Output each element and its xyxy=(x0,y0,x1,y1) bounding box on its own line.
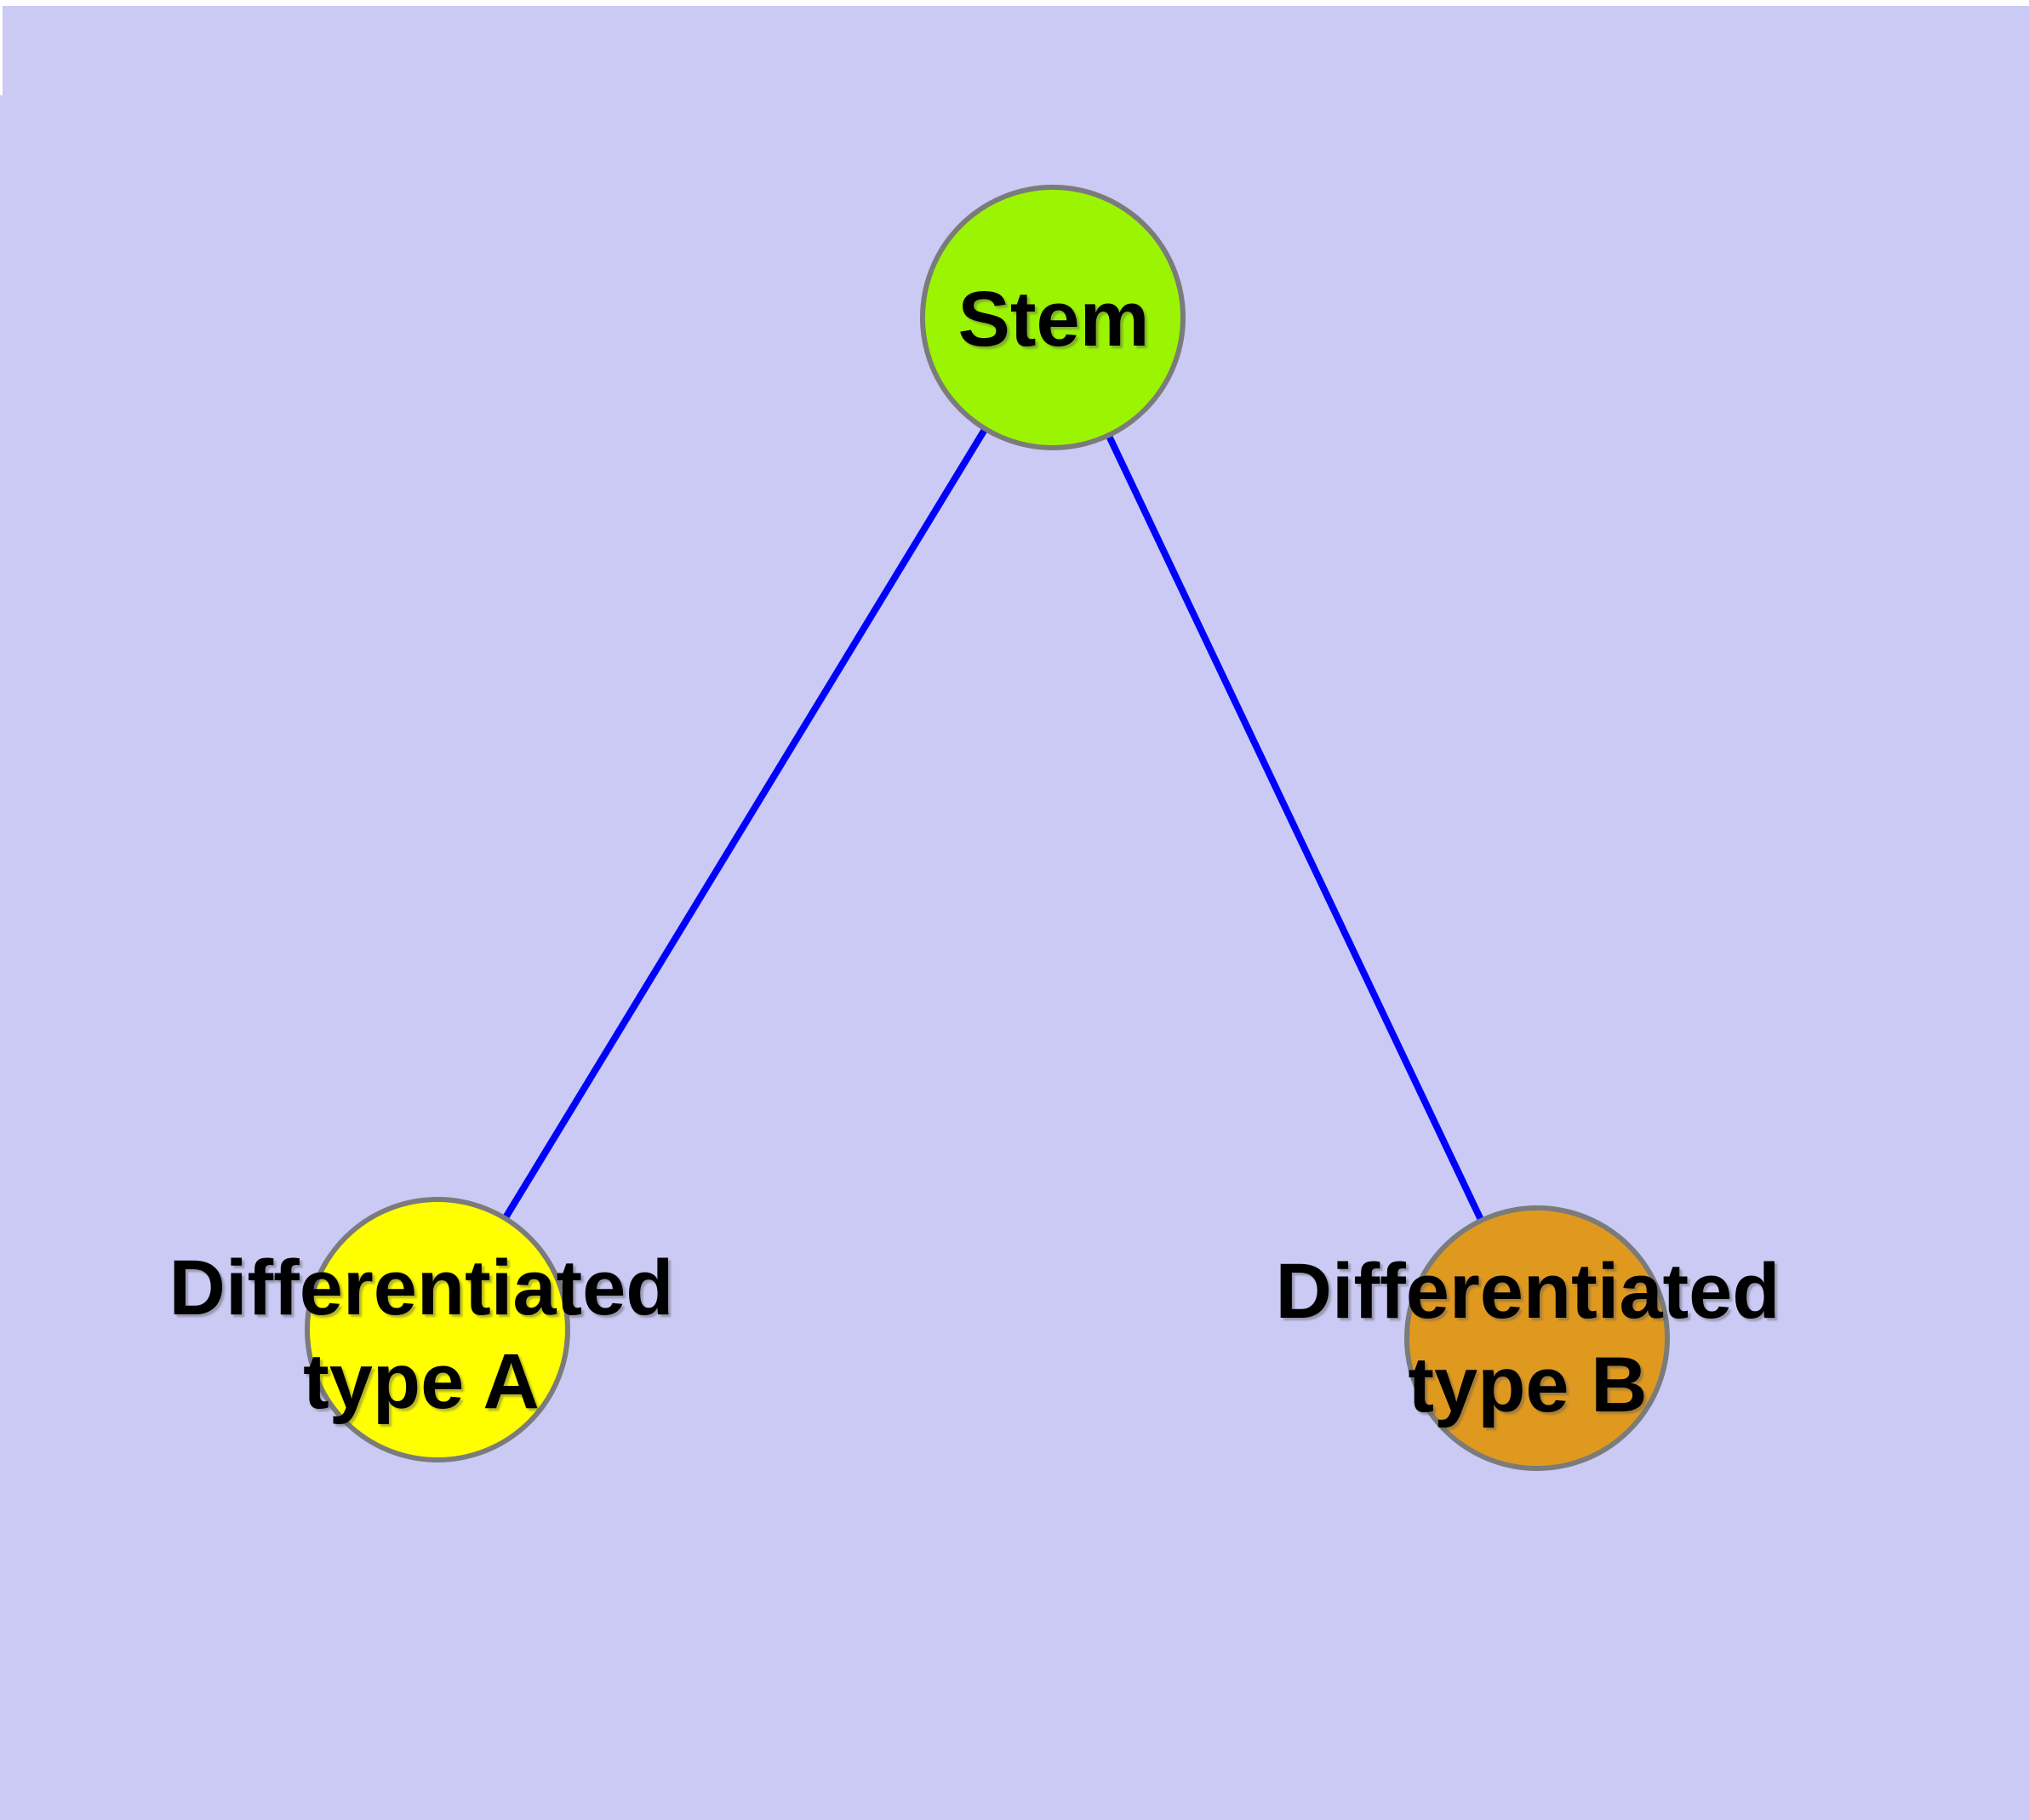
screenshot-left-margin xyxy=(0,0,3,95)
node-differentiated-type-b xyxy=(1404,1205,1670,1471)
edge-stem-to-type-b xyxy=(1049,316,1540,1340)
label-line-2: type B xyxy=(1408,1342,1648,1428)
edge-stem-to-type-a xyxy=(434,315,1056,1332)
label-line-1: Differentiated xyxy=(1275,1248,1780,1335)
node-label-differentiated-type-a: Differentiated type A xyxy=(169,1241,674,1428)
label-line-1: Differentiated xyxy=(169,1245,674,1331)
screenshot-top-margin xyxy=(0,0,2029,6)
node-label-stem: Stem xyxy=(957,276,1150,363)
label-line-2: type A xyxy=(303,1338,540,1425)
node-differentiated-type-a xyxy=(305,1197,570,1462)
node-stem xyxy=(920,185,1186,450)
node-label-differentiated-type-b: Differentiated type B xyxy=(1276,1245,1780,1432)
